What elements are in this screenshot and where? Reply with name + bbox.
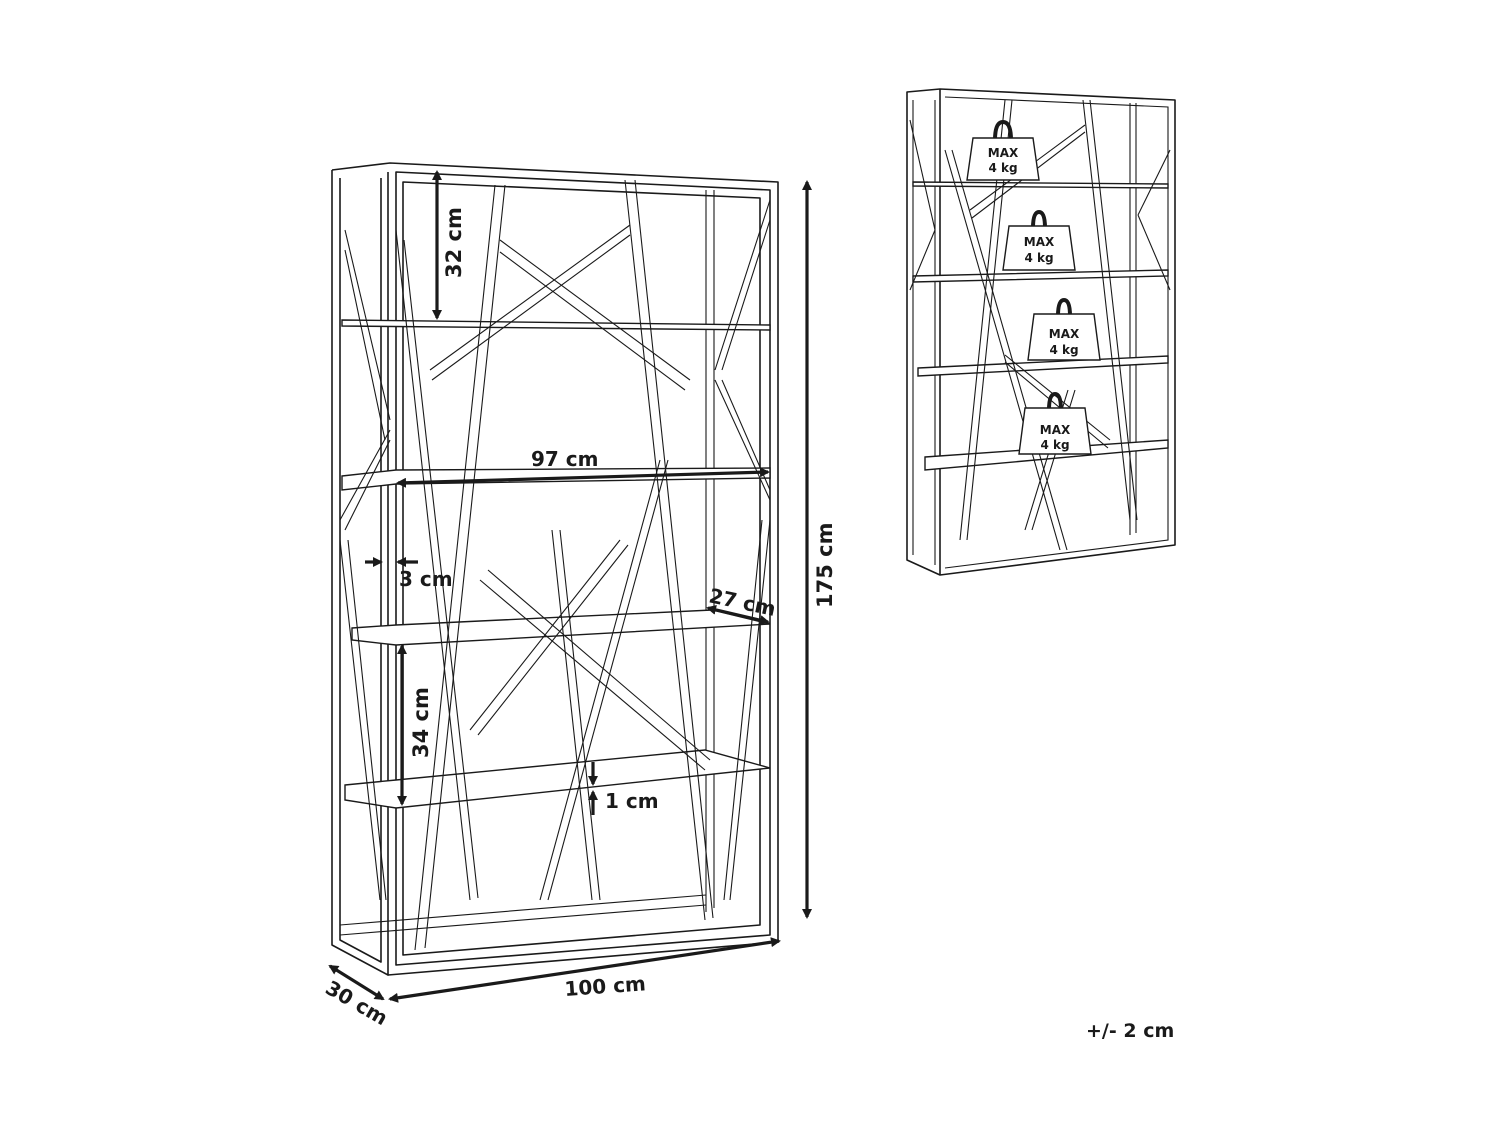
- shelf-3: [351, 609, 771, 646]
- svg-text:MAX: MAX: [1040, 423, 1071, 437]
- shelf-1: [341, 319, 771, 331]
- label-total-width: 100 cm: [564, 971, 647, 1001]
- label-shelf-thickness: 1 cm: [605, 789, 659, 813]
- shelf-4: [344, 749, 771, 809]
- svg-text:4 kg: 4 kg: [1024, 251, 1053, 265]
- weight-icon-3: MAX 4 kg: [1027, 297, 1101, 361]
- label-top-shelf-gap: 32 cm: [442, 207, 466, 278]
- label-frame-thickness: 3 cm: [399, 567, 453, 591]
- label-inner-width: 97 cm: [531, 447, 599, 471]
- label-total-height: 175 cm: [813, 523, 837, 608]
- load-capacity-drawing: MAX 4 kg MAX 4 kg MAX 4 kg MAX 4 kg: [906, 88, 1176, 576]
- svg-text:4 kg: 4 kg: [1049, 343, 1078, 357]
- weight-icon-1: MAX 4 kg: [966, 119, 1040, 181]
- svg-text:4 kg: 4 kg: [1040, 438, 1069, 452]
- dimension-arrow-30cm: [328, 964, 385, 1001]
- tolerance-note: +/- 2 cm: [1086, 1020, 1174, 1042]
- svg-text:MAX: MAX: [1049, 327, 1080, 341]
- svg-text:MAX: MAX: [988, 146, 1019, 160]
- weight-icon-2: MAX 4 kg: [1002, 209, 1076, 271]
- label-lower-shelf-gap: 34 cm: [409, 687, 433, 758]
- dimension-arrow-27cm: [706, 604, 770, 626]
- dimension-arrow-97cm: [396, 467, 770, 488]
- svg-text:MAX: MAX: [1024, 235, 1055, 249]
- dimension-arrow-100cm: [388, 937, 781, 1003]
- main-shelf-drawing: 32 cm 97 cm 3 cm 27 cm 34 cm 1 cm 175 cm…: [322, 162, 837, 1030]
- svg-text:4 kg: 4 kg: [988, 161, 1017, 175]
- weight-icon-4: MAX 4 kg: [1018, 391, 1092, 455]
